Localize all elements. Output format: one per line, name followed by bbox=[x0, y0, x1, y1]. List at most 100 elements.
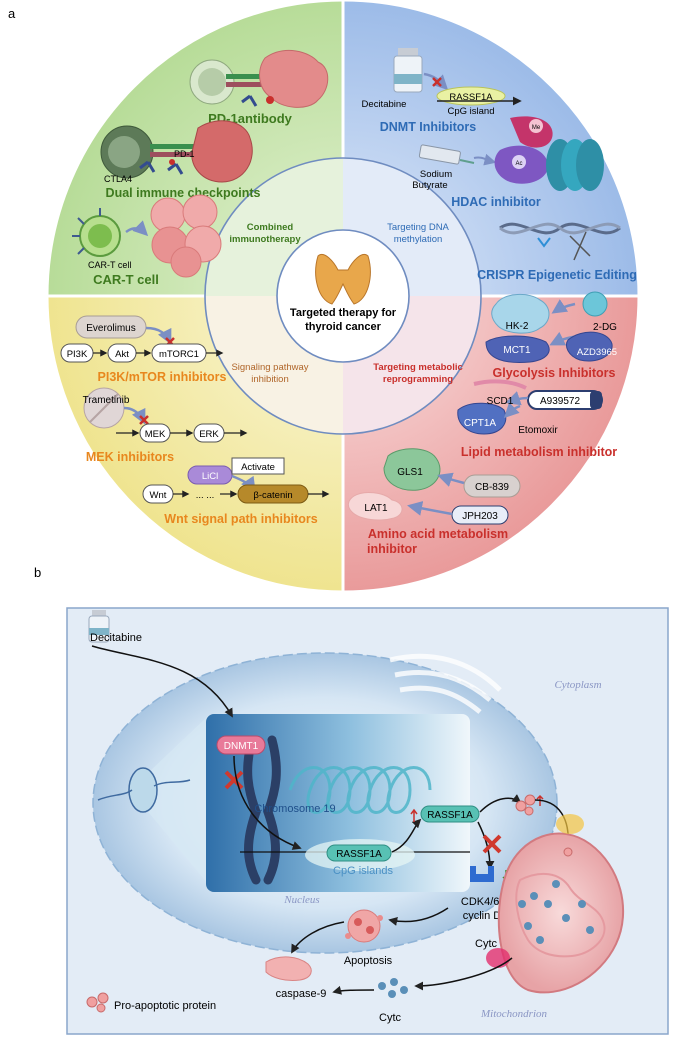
dnmt-title: DNMT Inhibitors bbox=[380, 120, 477, 134]
rassf1a-label-a: RASSF1A bbox=[449, 92, 493, 103]
gls1-label: GLS1 bbox=[397, 467, 423, 478]
center-thyroid: Targeted therapy for thyroid cancer bbox=[290, 254, 397, 333]
inner-metab-2: reprogramming bbox=[383, 374, 453, 385]
rassf1a-protein-pill bbox=[420, 805, 480, 823]
panel-a-label: a bbox=[8, 6, 16, 21]
caspase-label: caspase-9 bbox=[276, 988, 327, 1000]
dg-label: 2-DG bbox=[593, 322, 617, 333]
dnmt1-pill bbox=[216, 735, 266, 755]
center-title-line2: thyroid cancer bbox=[305, 321, 382, 333]
cart-illustration bbox=[72, 194, 222, 278]
cpg-label-a: CpG island bbox=[448, 106, 495, 117]
inner-immuno-2: immunotherapy bbox=[229, 234, 301, 245]
decitabine-vial-icon bbox=[393, 48, 423, 93]
cdk-label-1: CDK4/6- bbox=[461, 896, 504, 908]
inner-signal-1: Signaling pathway bbox=[231, 362, 308, 373]
hdac-title: HDAC inhibitor bbox=[451, 195, 541, 209]
inner-signal-2: inhibition bbox=[251, 374, 289, 385]
lipid-title: Lipid metabolism inhibitor bbox=[461, 445, 617, 459]
akt-label: Akt bbox=[115, 349, 129, 360]
lipid-illustration bbox=[457, 379, 603, 435]
amino-title-2: inhibitor bbox=[367, 542, 417, 556]
rassf1a-protein-label: RASSF1A bbox=[427, 810, 473, 821]
cpt1a-label: CPT1A bbox=[464, 418, 497, 429]
cdk-block-icon bbox=[482, 834, 502, 854]
wnt-label: Wnt bbox=[150, 490, 167, 501]
inner-immuno-1: Combined bbox=[247, 222, 294, 233]
glyco-title: Glycolysis Inhibitors bbox=[493, 366, 616, 380]
jph-label: JPH203 bbox=[462, 511, 498, 522]
inner-dna-1: Targeting DNA bbox=[387, 222, 449, 233]
bcatenin-label: β-catenin bbox=[253, 490, 292, 501]
mitochondrion-label: Mitochondrion bbox=[480, 1008, 547, 1020]
licl-pill bbox=[187, 457, 285, 493]
nucleus-label: Nucleus bbox=[283, 894, 319, 906]
mek-pathway bbox=[116, 423, 248, 443]
crispr-dna-illustration bbox=[499, 222, 621, 261]
cart-title: CAR-T cell bbox=[93, 272, 159, 287]
cytc-label-2: Cytc bbox=[379, 1012, 402, 1024]
rassf1a-gene-pill bbox=[326, 844, 392, 862]
mitochondrion-icon bbox=[486, 814, 625, 994]
pd1-label: PD-1 bbox=[174, 149, 195, 159]
center-title-line1: Targeted therapy for bbox=[290, 307, 397, 319]
dual-checkpoint-title: Dual immune checkpoints bbox=[106, 186, 261, 200]
apoptosis-label: Apoptosis bbox=[344, 955, 393, 967]
inner-dna-2: methylation bbox=[394, 234, 443, 245]
chromosome-icon bbox=[243, 735, 281, 885]
dna-coil bbox=[288, 766, 432, 814]
inner-ring bbox=[204, 157, 482, 435]
lat1-label: LAT1 bbox=[364, 503, 388, 514]
thyroid-icon bbox=[315, 254, 371, 305]
cytc-label-1: Cytc bbox=[475, 938, 498, 950]
cytoplasm-label: Cytoplasm bbox=[554, 679, 601, 691]
mtorc1-label: mTORC1 bbox=[159, 349, 199, 360]
cart-small-label: CAR-T cell bbox=[88, 260, 131, 270]
mct1-label: MCT1 bbox=[503, 345, 531, 356]
hk2-illustration bbox=[485, 291, 613, 363]
scd1-label: SCD1 bbox=[487, 396, 514, 407]
mek-title: MEK inhibitors bbox=[86, 450, 174, 464]
dual-checkpoint-illustration bbox=[100, 120, 253, 183]
mek-label: MEK bbox=[145, 429, 166, 440]
wnt-pathway bbox=[142, 484, 330, 504]
dnmt1-block-icon bbox=[224, 770, 244, 790]
legend-pro-apoptotic-icon bbox=[86, 992, 109, 1013]
cb839-label: CB-839 bbox=[475, 482, 509, 493]
decitabine-b-label: Decitabine bbox=[90, 632, 142, 644]
erk-label: ERK bbox=[199, 429, 219, 440]
er-membrane bbox=[389, 653, 502, 714]
ac-label: Ac bbox=[515, 161, 522, 167]
pd1-antibody-illustration bbox=[189, 49, 329, 108]
cpg-islands-label: CpG islands bbox=[333, 865, 393, 877]
azd-label: AZD3965 bbox=[577, 347, 617, 358]
etomoxir-label: Etomoxir bbox=[518, 425, 558, 436]
pi3k-label: PI3K bbox=[67, 349, 88, 360]
wnt-title: Wnt signal path inhibitors bbox=[164, 512, 318, 526]
hk2-label: HK-2 bbox=[506, 321, 529, 332]
pi3k-pathway bbox=[60, 343, 224, 363]
rassf1a-gene-label: RASSF1A bbox=[336, 849, 382, 860]
decitabine-vial-b-icon bbox=[88, 610, 110, 643]
crispr-title: CRISPR Epigenetic Editing bbox=[477, 268, 637, 282]
cytc-cluster bbox=[378, 978, 408, 998]
sodium-label: Sodium bbox=[420, 169, 452, 180]
apoptotic-cell-icon bbox=[345, 909, 383, 943]
dnmt1-label: DNMT1 bbox=[224, 741, 259, 752]
pi3k-title: PI3K/mTOR inhibitors bbox=[98, 370, 227, 384]
legend-label: Pro-apoptotic protein bbox=[114, 1000, 216, 1012]
everolimus-label: Everolimus bbox=[86, 323, 135, 334]
trametinib-label: Trametinib bbox=[83, 395, 130, 406]
chromosome-label: Chromosome 19 bbox=[254, 803, 335, 815]
up-arrow-icon bbox=[410, 808, 418, 822]
cdk-label-2: cyclin D bbox=[463, 910, 502, 922]
hdac-illustration bbox=[418, 116, 604, 191]
amino-title-1: Amino acid metabolism bbox=[368, 527, 508, 541]
caspase-icon bbox=[265, 956, 312, 981]
inner-metab-1: Targeting metabolic bbox=[373, 362, 463, 373]
panel-b-label: b bbox=[34, 565, 41, 580]
butyrate-label: Butyrate bbox=[412, 180, 447, 191]
licl-label: LiCl bbox=[202, 471, 218, 482]
a939-label: A939572 bbox=[540, 396, 580, 407]
amino-illustration bbox=[347, 448, 521, 525]
